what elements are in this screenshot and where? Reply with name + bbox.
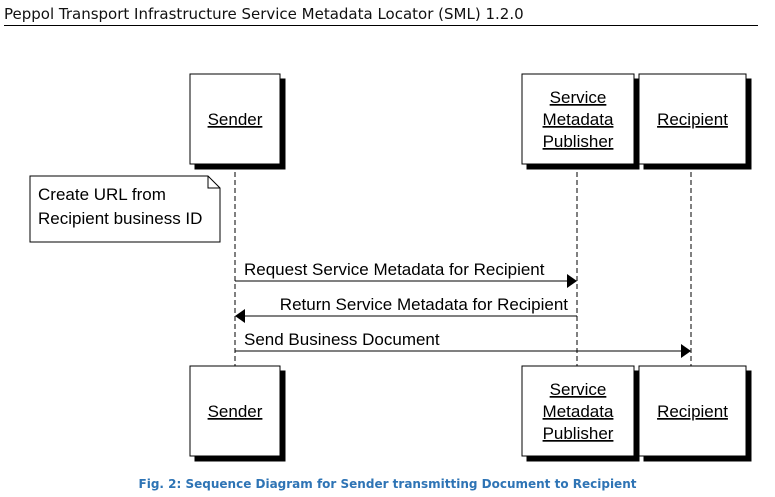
message-arrowhead-1: [567, 274, 577, 288]
message-label-2: Return Service Metadata for Recipient: [280, 295, 568, 314]
participant-box-recipient-bottom: [638, 365, 747, 457]
participant-label-sender-top: Sender: [208, 110, 263, 129]
note-text: Recipient business ID: [38, 209, 202, 228]
participant-label-smp-top: Publisher: [543, 132, 614, 151]
note-text: Create URL from: [38, 185, 166, 204]
participant-label-recipient-top: Recipient: [657, 110, 728, 129]
participant-box-smp-top: [521, 73, 635, 165]
participant-label-smp-bottom: Service: [550, 380, 607, 399]
participant-label-smp-bottom: Publisher: [543, 424, 614, 443]
participant-box-sender-top: [189, 73, 281, 165]
figure-caption: Fig. 2: Sequence Diagram for Sender tran…: [138, 477, 637, 491]
participant-label-smp-top: Metadata: [543, 110, 614, 129]
participant-label-sender-bottom: Sender: [208, 402, 263, 421]
message-arrowhead-2: [235, 309, 245, 323]
participant-label-smp-bottom: Metadata: [543, 402, 614, 421]
participant-box-smp-bottom: [521, 365, 635, 457]
message-label-3: Send Business Document: [244, 330, 440, 349]
document-header: Peppol Transport Infrastructure Service …: [4, 3, 758, 26]
participant-box-sender-bottom: [189, 365, 281, 457]
message-label-1: Request Service Metadata for Recipient: [244, 260, 545, 279]
participant-label-recipient-bottom: Recipient: [657, 402, 728, 421]
message-arrowhead-3: [681, 344, 691, 358]
note-fold: [207, 176, 220, 189]
participant-box-recipient-top: [638, 73, 747, 165]
participant-label-smp-top: Service: [550, 88, 607, 107]
note-box: [29, 175, 221, 243]
